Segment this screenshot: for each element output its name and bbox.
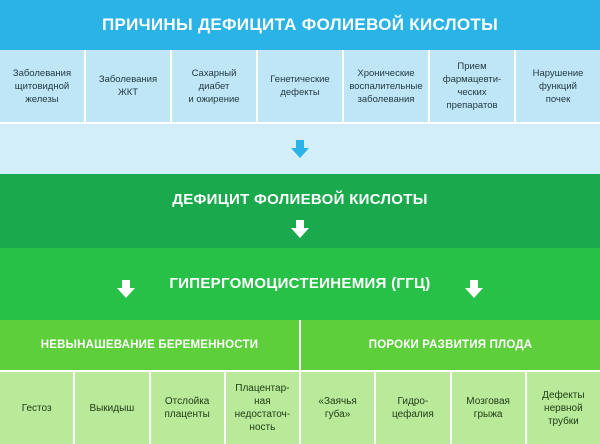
effect-miscarriage: Выкидыш	[75, 372, 149, 444]
hgc-band: Гипергомоцистеинемия (ГГЦ)	[0, 248, 600, 320]
outcome-miscarriage: Невынашевание беременности	[0, 320, 299, 370]
effect-gestosis: Гестоз	[0, 372, 74, 444]
effect-brain-hernia: Мозговая грыжа	[451, 372, 525, 444]
effects-row: Гестоз Выкидыш Отслойка плаценты Плацент…	[0, 372, 600, 444]
cause-genetic: Генетические дефекты	[258, 50, 342, 122]
deficit-title: Дефицит фолиевой кислоты	[172, 191, 428, 208]
arrow-down-icon	[291, 220, 309, 238]
effect-placental-insufficiency: Плацентар- ная недостаточ- ность	[225, 372, 299, 444]
arrow-down-icon	[291, 140, 309, 158]
deficit-band: Дефицит фолиевой кислоты	[0, 174, 600, 248]
effect-placental-abruption: Отслойка плаценты	[150, 372, 224, 444]
causes-arrow-band	[0, 124, 600, 174]
diagram-title: Причины дефицита фолиевой кислоты	[0, 0, 600, 50]
hgc-title: Гипергомоцистеинемия (ГГЦ)	[169, 275, 431, 292]
cause-kidney: Нарушение функций почек	[516, 50, 600, 122]
cause-inflammatory: Хронические воспалительные заболевания	[344, 50, 428, 122]
effect-hydrocephalus: Гидро- цефалия	[376, 372, 450, 444]
cause-thyroid: Заболевания щитовидной железы	[0, 50, 84, 122]
causes-row: Заболевания щитовидной железы Заболевани…	[0, 50, 600, 122]
outcomes-row: Невынашевание беременности Пороки развит…	[0, 320, 600, 370]
cause-gi: Заболевания ЖКТ	[86, 50, 170, 122]
arrow-down-icon	[465, 280, 483, 298]
cause-diabetes: Сахарный диабет и ожирение	[172, 50, 256, 122]
outcome-malformations: Пороки развития плода	[301, 320, 600, 370]
cause-drugs: Прием фармацевти- ческих препаратов	[430, 50, 514, 122]
arrow-down-icon	[117, 280, 135, 298]
effect-cleft-lip: «Заячья губа»	[301, 372, 375, 444]
effect-neural-tube: Дефекты нервной трубки	[526, 372, 600, 444]
